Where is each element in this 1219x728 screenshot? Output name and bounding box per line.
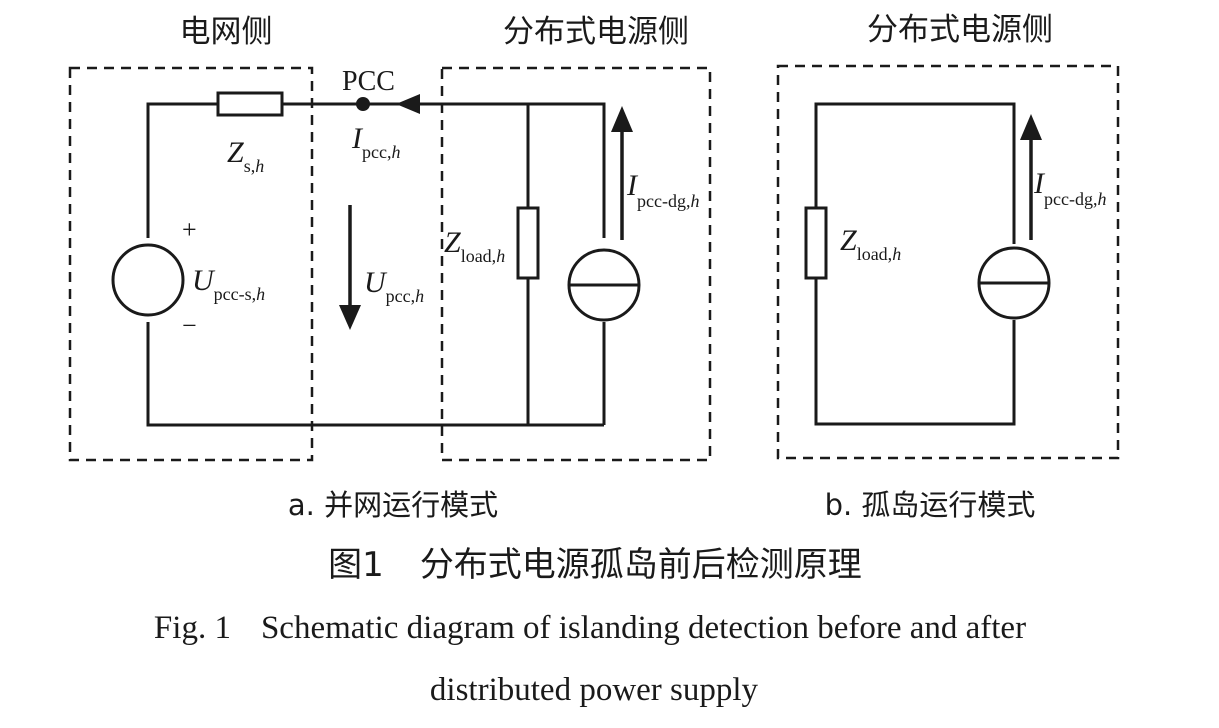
dg-side-box-a [440,66,712,462]
upcc-label: Upcc,h [364,266,424,306]
zload-b-subscript-italic: h [892,244,901,264]
grid-impedance-zs [216,91,284,117]
zload-b-subscript: load, [857,244,893,264]
ipcc-subscript-italic: h [391,142,400,162]
ipcc-dg-arrow-head-a [611,106,633,132]
ipcc-dg-a-subscript: pcc-dg, [637,191,690,211]
pcc-label: PCC [342,66,395,97]
top-wire-mid [282,102,606,238]
zload-a-subscript-italic: h [496,246,505,266]
subcaption-b: b. 孤岛运行模式 [825,488,1036,522]
upcc-subscript: pcc, [386,286,415,306]
ipcc-dg-label-b: Ipcc-dg,h [1033,167,1106,209]
panel-b-islanded: 分布式电源侧 Zload,h Ipcc-dg,h b. 孤岛运行模式 [776,12,1120,522]
zload-label-b: Zload,h [840,224,901,264]
caption-cn-text: 分布式电源孤岛前后检测原理 [420,545,862,585]
ipcc-arrow-head [396,94,420,114]
upcc-s-subscript-italic: h [256,284,265,304]
upcc-arrow-head [339,305,361,330]
zs-subscript: s, [244,156,256,176]
dg-side-box-b [776,64,1120,460]
ipcc-dg-arrow-head-b [1020,114,1042,140]
island-loop-top [814,102,1016,244]
subcaption-a: a. 并网运行模式 [288,488,498,522]
zload-label-a: Zload,h [444,226,505,266]
load-impedance-b [804,206,828,280]
caption-en-line1: Fig. 1 Schematic diagram of islanding det… [154,610,1026,646]
grid-side-box [68,66,314,462]
zs-subscript-italic: h [255,156,264,176]
island-loop-bottom [814,278,1016,426]
ipcc-label: Ipcc,h [351,122,400,162]
minus-sign: − [182,311,197,340]
ipcc-subscript: pcc, [362,142,391,162]
panel-a-grid-connected: 电网侧 分布式电源侧 PCC Zs,h Ipcc,h Upcc,h + − Up… [68,14,712,522]
bottom-wire-a [146,322,604,427]
upcc-subscript-italic: h [415,286,424,306]
ipcc-dg-label-a: Ipcc-dg,h [626,169,699,211]
load-impedance-a [516,206,540,280]
dg-side-label-b: 分布式电源侧 [867,12,1053,48]
zload-a-subscript: load, [461,246,497,266]
grid-side-label: 电网侧 [180,14,273,50]
pcc-node [356,97,370,111]
top-wire-left [146,102,218,238]
ipcc-dg-b-subscript-italic: h [1097,189,1106,209]
plus-sign: + [182,215,197,244]
ipcc-dg-a-subscript-italic: h [690,191,699,211]
upcc-s-label: Upcc-s,h [192,264,265,304]
zs-label: Zs,h [227,136,264,176]
caption-cn-number: 图1 [328,545,384,585]
caption-cn: 图1 分布式电源孤岛前后检测原理 [328,545,862,585]
caption-en-text: Schematic diagram of islanding detection… [261,610,1026,646]
caption-en-number: Fig. 1 [154,610,231,646]
caption-en-line2: distributed power supply [430,672,759,708]
figure-caption: 图1 分布式电源孤岛前后检测原理 Fig. 1 Schematic diagram … [154,545,1026,708]
ipcc-dg-b-subscript: pcc-dg, [1044,189,1097,209]
grid-voltage-source [111,243,185,317]
upcc-s-subscript: pcc-s, [214,284,256,304]
dg-side-label-a: 分布式电源侧 [503,14,689,50]
